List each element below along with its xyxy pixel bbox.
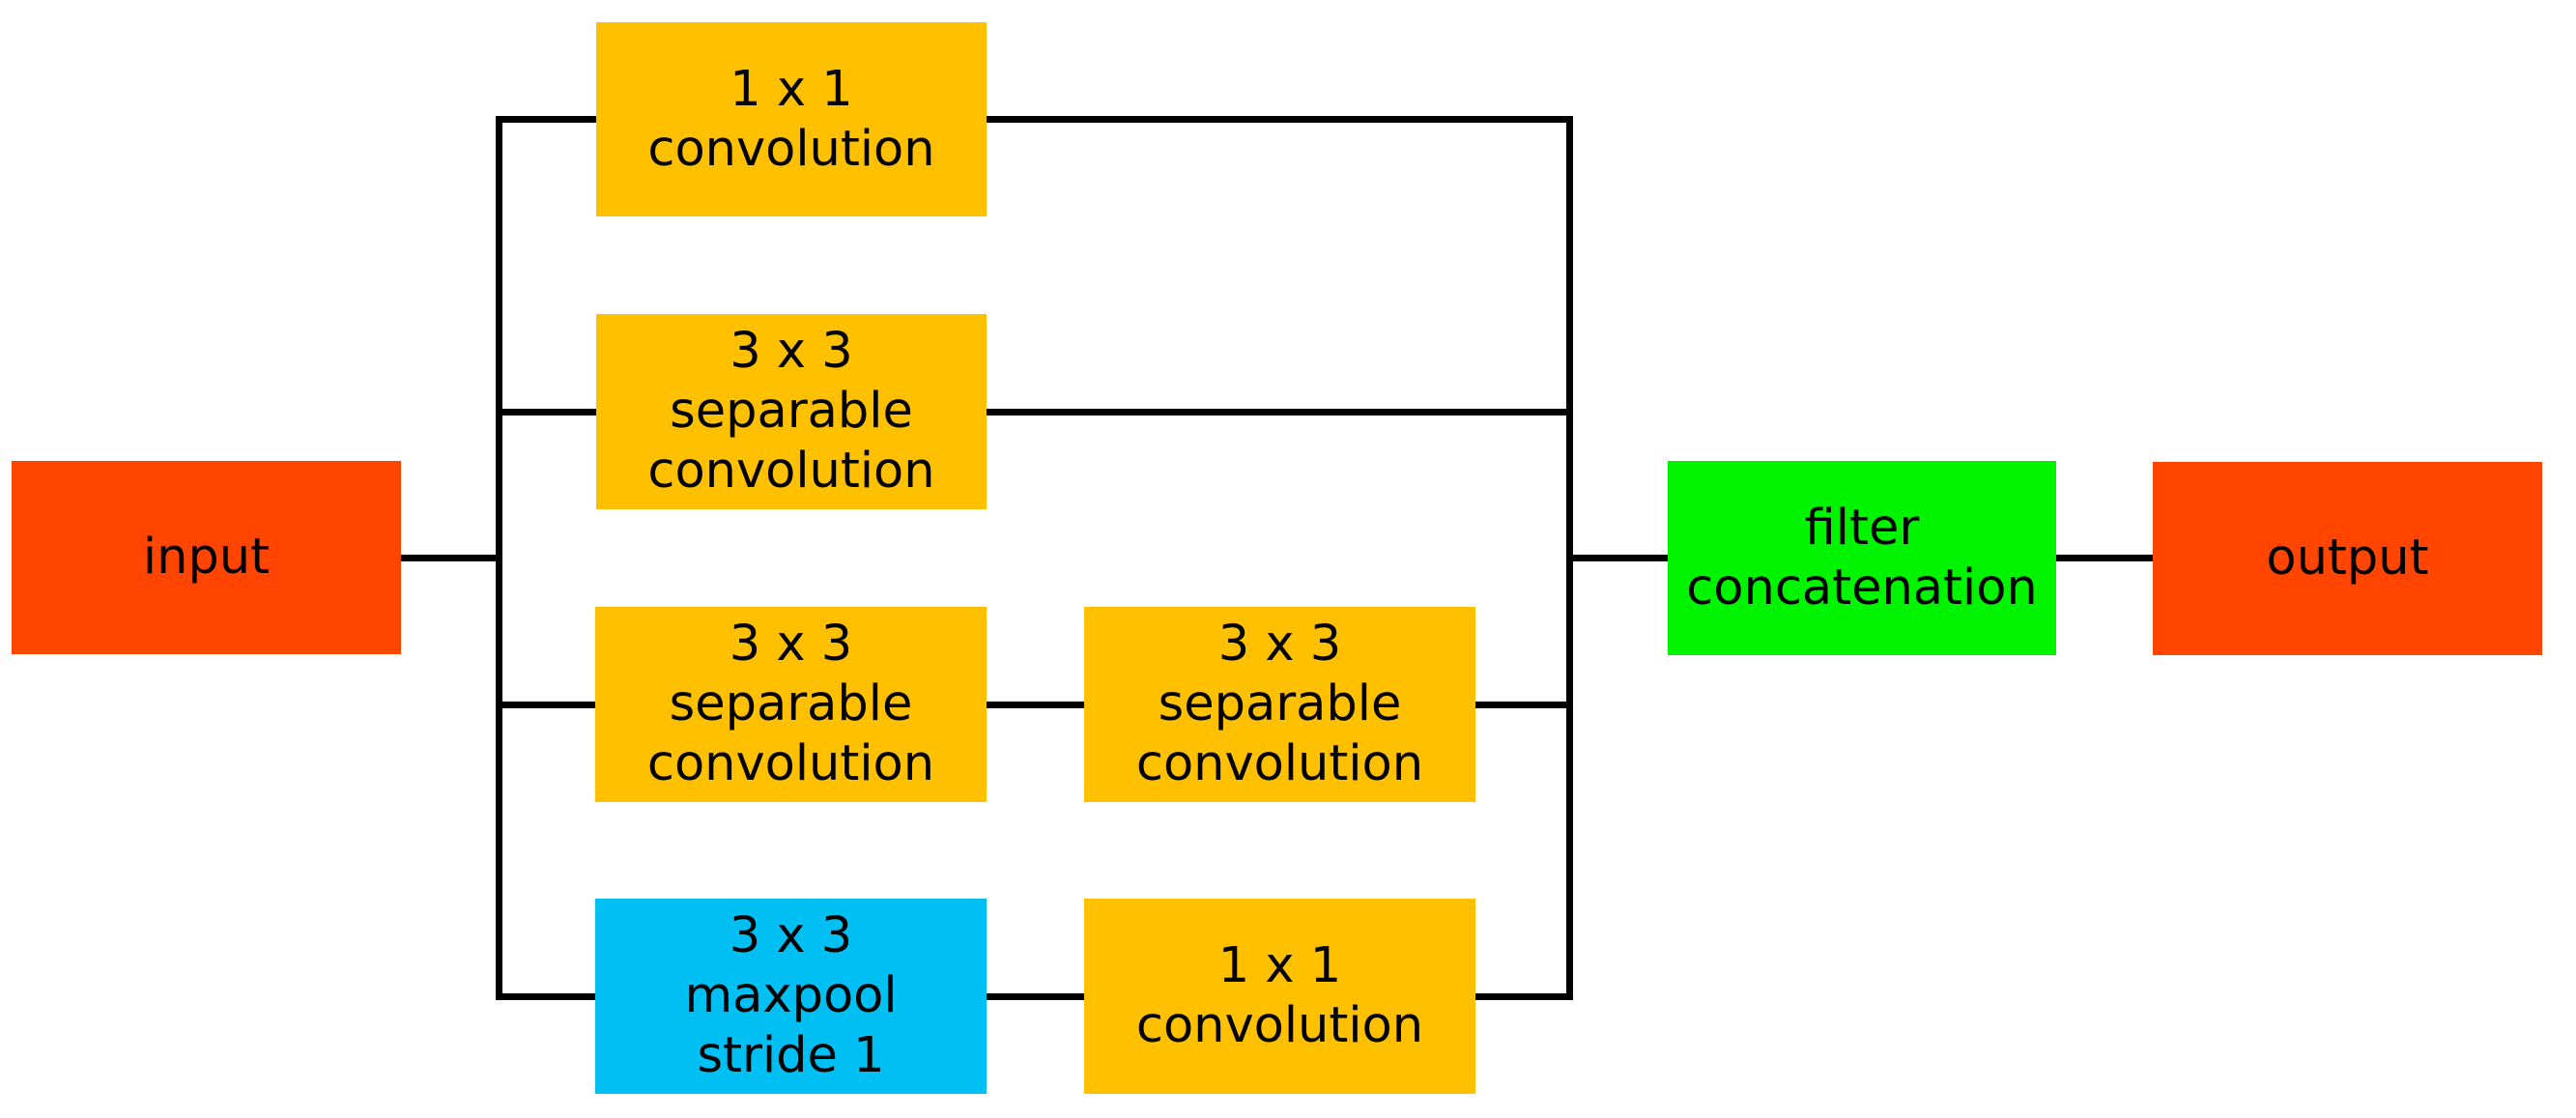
node-3x3-separable-convolution-branch3-first: 3 x 3 separable convolution [595, 607, 987, 802]
connector-branch4-right [1475, 993, 1573, 1000]
connector-branch3-right [1475, 702, 1573, 708]
node-1x1-convolution-branch1: 1 x 1 convolution [596, 22, 987, 216]
right-junction-rail [1566, 116, 1573, 1000]
node-3x3-separable-convolution-branch3-second: 3 x 3 separable convolution [1084, 607, 1475, 802]
node-1x1-convolution-branch4: 1 x 1 convolution [1084, 899, 1475, 1094]
connector-branch2-left [496, 409, 596, 416]
node-input: input [12, 461, 401, 654]
connector-branch3-middle [987, 702, 1084, 708]
node-3x3-separable-convolution-branch2: 3 x 3 separable convolution [596, 314, 987, 509]
node-3x3-maxpool-stride1: 3 x 3 maxpool stride 1 [595, 899, 987, 1094]
connector-branch2-right [987, 409, 1573, 416]
connector-branch1-left [496, 116, 596, 123]
node-output: output [2153, 462, 2542, 655]
connector-branch3-left [496, 702, 595, 708]
left-junction-rail [496, 116, 502, 1000]
connector-concat-to-output [2056, 555, 2153, 561]
connector-branch4-middle [987, 993, 1084, 1000]
node-filter-concatenation: filter concatenation [1668, 461, 2056, 655]
connector-input-to-left-rail [401, 555, 502, 561]
connector-branch4-left [496, 993, 595, 1000]
connector-right-rail-to-concat [1573, 555, 1668, 561]
connector-branch1-right [987, 116, 1573, 123]
